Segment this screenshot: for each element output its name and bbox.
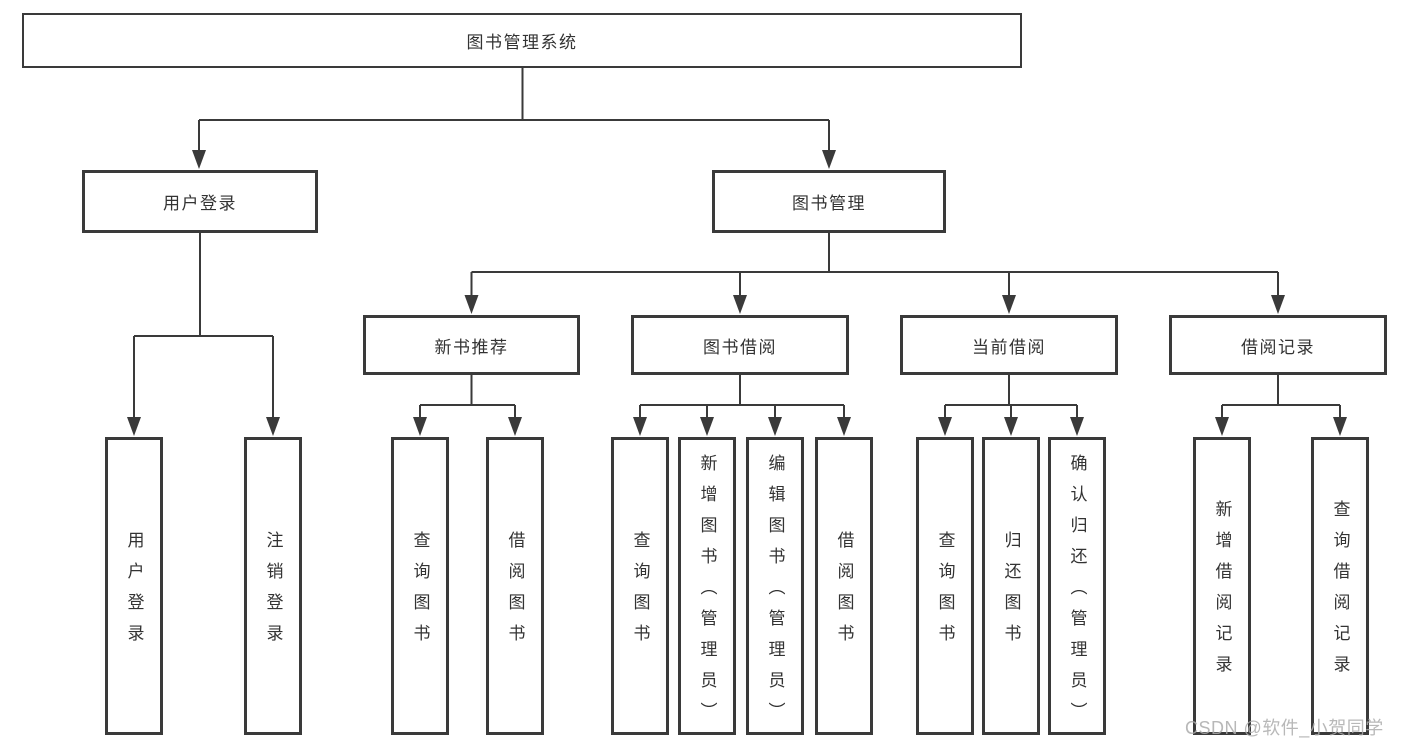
leaf-add-borrow-record-label: 新增借阅记录: [1212, 500, 1232, 686]
leaf-add-book-admin-label: 新增图书（管理员）: [697, 454, 717, 733]
leaf-return-book-label: 归还图书: [1001, 531, 1021, 655]
leaf-confirm-return-admin: 确认归还（管理员）: [1048, 437, 1106, 735]
node-new-book-recommendation: 新书推荐: [363, 315, 580, 375]
leaf-add-book-admin: 新增图书（管理员）: [678, 437, 736, 735]
node-book-management: 图书管理: [712, 170, 946, 233]
leaf-query-books-1-label: 查询图书: [410, 531, 430, 655]
node-book-borrowing-label: 图书借阅: [703, 337, 777, 357]
leaf-query-books-3: 查询图书: [916, 437, 974, 735]
leaf-edit-book-admin: 编辑图书（管理员）: [746, 437, 804, 735]
node-new-book-recommendation-label: 新书推荐: [434, 337, 509, 357]
node-root-label: 图书管理系统: [466, 33, 578, 52]
node-current-borrowing: 当前借阅: [900, 315, 1118, 375]
leaf-query-books-3-label: 查询图书: [935, 531, 955, 655]
connector-elbows: [133, 68, 1341, 419]
node-borrowing-records: 借阅记录: [1169, 315, 1387, 375]
leaf-borrow-books-2-label: 借阅图书: [834, 531, 854, 655]
node-book-management-label: 图书管理: [792, 194, 866, 213]
leaf-borrow-books-1-label: 借阅图书: [505, 531, 525, 655]
node-book-borrowing: 图书借阅: [631, 315, 849, 375]
leaf-borrow-books-2: 借阅图书: [815, 437, 873, 735]
leaf-logout: 注销登录: [244, 437, 302, 735]
leaf-query-books-1: 查询图书: [391, 437, 449, 735]
leaf-return-book: 归还图书: [982, 437, 1040, 735]
leaf-user-login-label: 用户登录: [124, 531, 144, 655]
leaf-query-books-2: 查询图书: [611, 437, 669, 735]
leaf-user-login: 用户登录: [105, 437, 163, 735]
node-current-borrowing-label: 当前借阅: [972, 337, 1046, 357]
leaf-edit-book-admin-label: 编辑图书（管理员）: [765, 454, 785, 733]
leaf-add-borrow-record: 新增借阅记录: [1193, 437, 1251, 735]
node-user-login-label: 用户登录: [163, 194, 237, 213]
leaf-logout-label: 注销登录: [263, 531, 283, 655]
node-user-login: 用户登录: [82, 170, 318, 233]
leaf-confirm-return-admin-label: 确认归还（管理员）: [1067, 454, 1087, 733]
csdn-watermark: CSDN @软件_小贺同学: [1185, 718, 1384, 738]
node-root-system: 图书管理系统: [22, 13, 1022, 68]
arrowhead-icons: [127, 150, 1347, 436]
leaf-borrow-books-1: 借阅图书: [486, 437, 544, 735]
leaf-query-borrow-record: 查询借阅记录: [1311, 437, 1369, 735]
leaf-query-books-2-label: 查询图书: [630, 531, 650, 655]
leaf-query-borrow-record-label: 查询借阅记录: [1330, 500, 1350, 686]
node-borrowing-records-label: 借阅记录: [1241, 337, 1315, 357]
